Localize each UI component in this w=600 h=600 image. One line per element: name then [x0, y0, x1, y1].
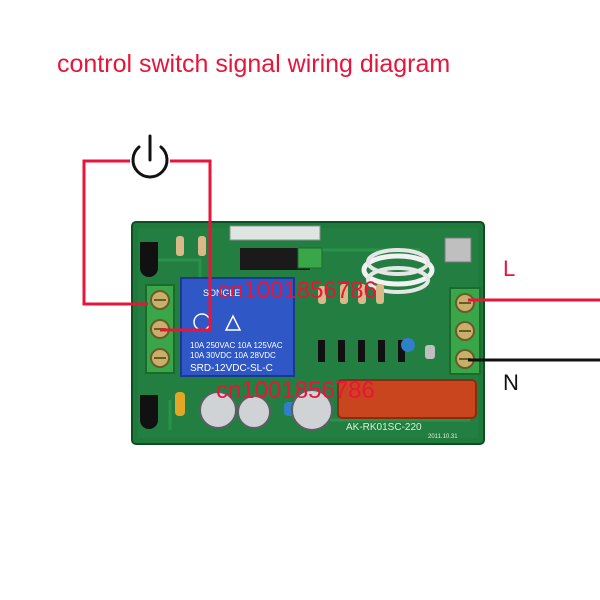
diagram-title: control switch signal wiring diagram [57, 50, 451, 78]
rf-module [229, 225, 323, 270]
relay-model: SRD-12VDC-SL-C [190, 363, 273, 374]
relay-rating-1: 10A 250VAC 10A 125VAC [190, 341, 283, 350]
board-date: 2011.10.31 [428, 434, 458, 440]
electrolytic-capacitors [199, 389, 333, 431]
signal-wire-right [160, 159, 212, 332]
transistor-q1 [140, 242, 158, 277]
watermark-bottom: cn1001856786 [216, 377, 375, 404]
fuse [425, 345, 435, 359]
relay-warning-mark [224, 314, 242, 331]
relay-brand: SONGLE [203, 288, 241, 298]
diodes [318, 340, 405, 362]
label-live: L [503, 256, 516, 281]
resistors [176, 236, 384, 304]
watermark-top: cn1001856786 [218, 277, 377, 304]
coil [361, 248, 435, 294]
push-button [444, 237, 472, 263]
signal-wire-left [82, 159, 148, 306]
x-capacitor [337, 379, 477, 419]
relay-rating-2: 10A 30VDC 10A 28VDC [190, 351, 276, 360]
label-neutral: N [503, 370, 519, 395]
power-icon [131, 134, 169, 179]
transistor-q5 [140, 395, 158, 429]
capacitor-c5 [175, 392, 185, 416]
relay: SONGLE 10A 250VAC 10A 125VAC 10A 30VDC 1… [180, 277, 295, 377]
ceramic-capacitor [401, 338, 415, 352]
board-model: AK-RK01SC-220 [346, 422, 422, 433]
